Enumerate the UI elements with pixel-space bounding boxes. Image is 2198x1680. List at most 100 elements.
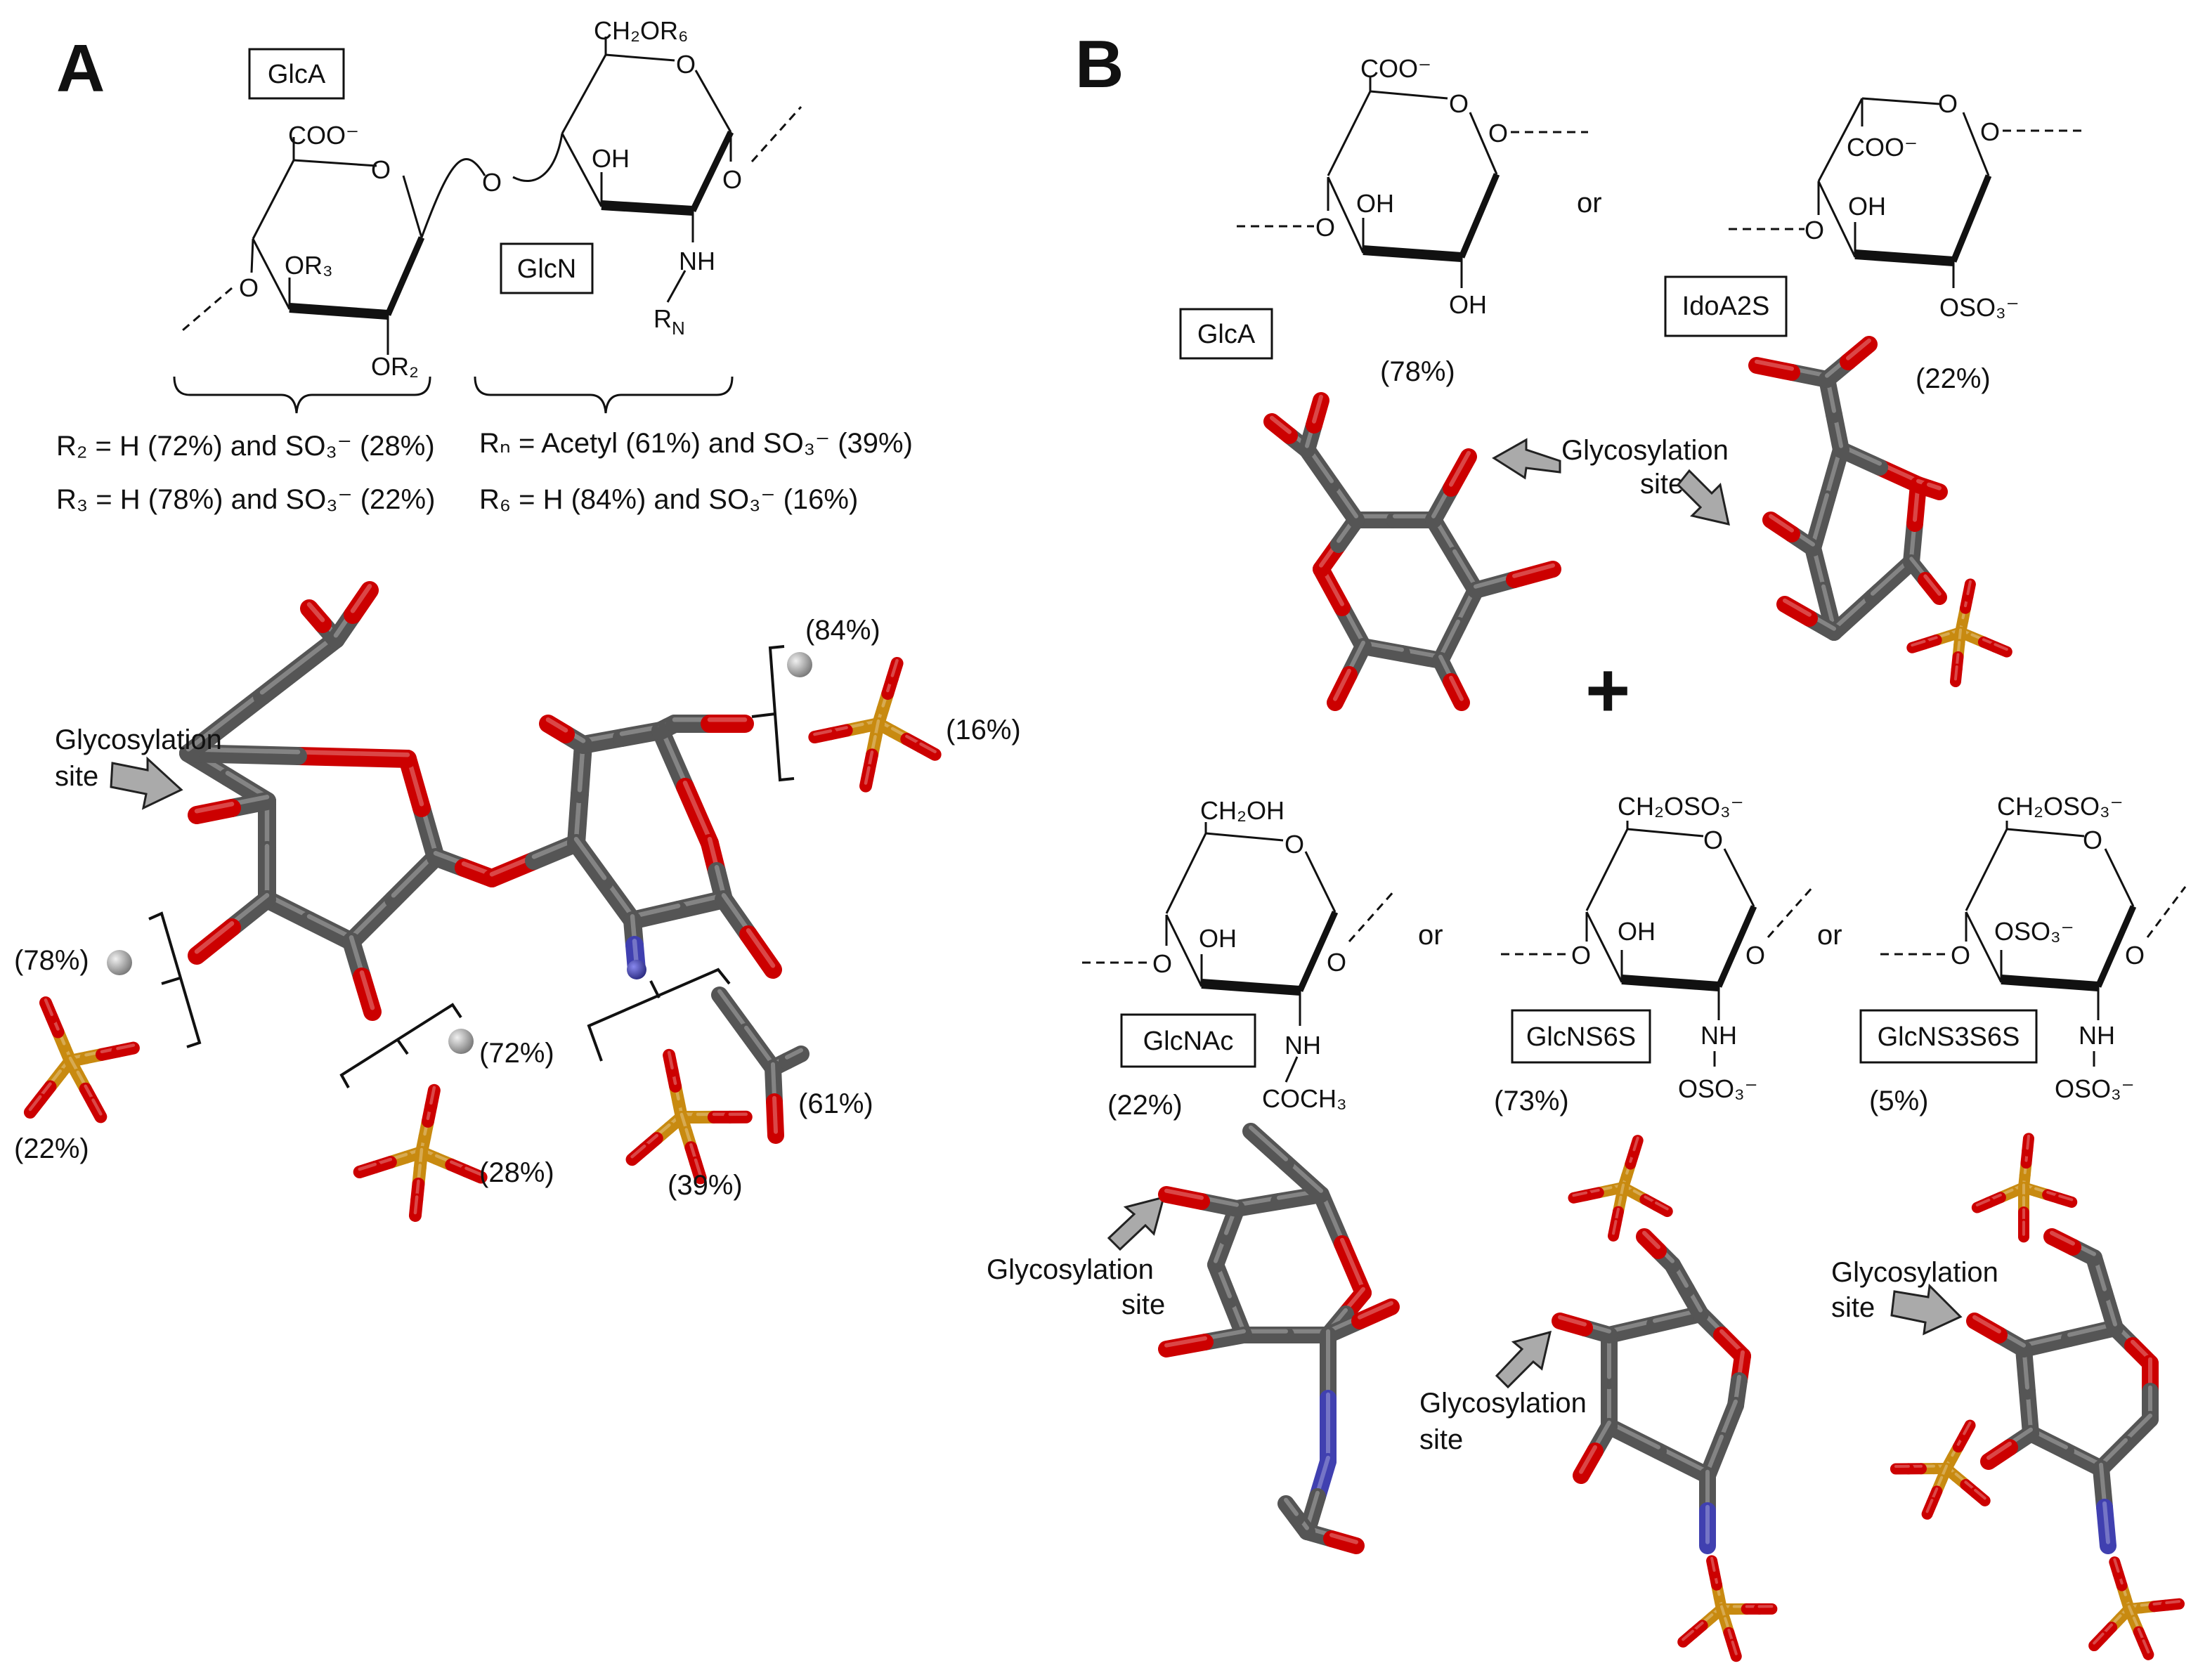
idoa2s-box-label: IdoA2S [1682, 292, 1770, 321]
or-label-bottom-2: or [1817, 920, 1842, 951]
hydrogen-atom [107, 950, 132, 975]
arrow-icon [1109, 1197, 1164, 1249]
glycosylation-site-label-b3-1: Glycosylation [1831, 1257, 1998, 1288]
glca-b-pct: (78%) [1380, 356, 1455, 387]
glcns3s6s-oso3: OSO₃⁻ [2055, 1074, 2135, 1103]
bond-highlight [298, 752, 408, 755]
glcns3s6s-ch2oso3: CH₂OSO₃⁻ [1997, 792, 2124, 821]
glca-coo-label: COO⁻ [288, 121, 359, 150]
glcns3s6s-oso3-ring: OSO₃⁻ [1994, 917, 2074, 946]
panel-a-schematic: A GlcA COO⁻ O O OR₃ OR₂ O GlcN [56, 16, 913, 515]
panel-b-schematics: B COO⁻ O O O OH OH GlcA (78%) or [987, 27, 2185, 1455]
glcns3s6s-pct: (5%) [1869, 1086, 1928, 1116]
hydrogen-atom [787, 652, 812, 677]
idoa2s-o1: O [1980, 117, 2000, 146]
idoa2s-coo: COO⁻ [1847, 133, 1918, 162]
arrow-icon [1892, 1286, 1960, 1334]
glcn-oh-label: OH [592, 144, 630, 173]
glca-ring-o: O [371, 155, 391, 184]
glca-b-coo: COO⁻ [1360, 54, 1431, 83]
glcns6s-oh: OH [1618, 917, 1656, 946]
glcns3s6s-ring-o: O [2083, 826, 2102, 854]
pct-16: (16%) [946, 715, 1021, 745]
glcn-ch2or6-label: CH₂OR₆ [594, 16, 689, 45]
glcns3s6s-box-label: GlcNS3S6S [1878, 1022, 2020, 1052]
glcn-o1: O [722, 165, 742, 194]
glcns3s6s-nh: NH [2079, 1021, 2115, 1050]
glcnac-oh: OH [1199, 924, 1237, 953]
glcns6s-oso3: OSO₃⁻ [1678, 1074, 1758, 1103]
glca-box-label: GlcA [268, 60, 326, 89]
glcnac-ch2oh: CH₂OH [1200, 796, 1285, 825]
glcnac-pct: (22%) [1107, 1090, 1183, 1121]
bond [262, 639, 336, 696]
glca-b-oh2: OH [1449, 290, 1487, 319]
nitrogen-atom [627, 960, 646, 979]
glycosylation-site-label-b2-1: Glycosylation [1419, 1388, 1587, 1419]
bond-highlight [262, 635, 336, 692]
pct-61: (61%) [798, 1088, 873, 1119]
glca-b-oh1: OH [1356, 189, 1394, 218]
glcnac-nh: NH [1285, 1031, 1321, 1060]
glcns6s-ch2oso3: CH₂OSO₃⁻ [1618, 792, 1744, 821]
linkage-o: O [482, 168, 502, 197]
glcn-rn-label: RN [653, 304, 685, 339]
glcnac-ring-o: O [1285, 830, 1304, 859]
pct-39: (39%) [668, 1170, 743, 1201]
glcnac-bond [1251, 1131, 1286, 1163]
glca-or3-label: OR₃ [285, 251, 333, 280]
glcnac-box-label: GlcNAc [1143, 1027, 1234, 1056]
hydrogen-atom [448, 1029, 474, 1054]
sulfate-bond-highlight [1956, 667, 1957, 679]
glycosylation-sites-label-1: Glycosylation [1561, 435, 1729, 466]
bracket-r2 [342, 1005, 461, 1088]
glcns6s-pct: (73%) [1494, 1086, 1569, 1116]
idoa2s-oso3: OSO₃⁻ [1939, 293, 2020, 322]
glycosylation-site-label-a-1: Glycosylation [55, 724, 222, 755]
arrow-icon [1497, 1332, 1550, 1387]
glcns6s-nh: NH [1700, 1021, 1737, 1050]
acetyl-bond-highlight [774, 1098, 776, 1132]
sulfate-bond-highlight [2027, 1136, 2029, 1148]
glcns3s6s-o4: O [1951, 941, 1970, 970]
glycosylation-site-label-b2-2: site [1419, 1424, 1463, 1455]
or-label-top: or [1577, 188, 1602, 219]
glycosylation-site-label-b1-1: Glycosylation [987, 1254, 1154, 1285]
glcn-nh-label: NH [679, 247, 715, 275]
panel-a-annotations: Glycosylation site (84%) (16%) (78%) (22… [14, 615, 1021, 1201]
bond [748, 935, 773, 970]
glca-b-ring-o: O [1449, 89, 1469, 118]
glcn-ring-o: O [676, 50, 696, 79]
panel-b-letter: B [1075, 27, 1124, 102]
glcnac-o1: O [1327, 948, 1346, 977]
glcn-box-label: GlcN [517, 254, 576, 284]
pct-78: (78%) [14, 945, 89, 976]
brace-glca [174, 377, 430, 413]
glycosylation-site-label-a-2: site [55, 761, 98, 792]
brace-glcn [475, 377, 732, 413]
idoa2s-ring [1729, 98, 2087, 288]
bond [576, 843, 604, 882]
glca-b-ring [1237, 77, 1588, 288]
idoa2s-pct: (22%) [1916, 363, 1991, 394]
sulfate-bond-highlight [415, 1197, 417, 1213]
pct-72: (72%) [479, 1038, 554, 1069]
bond [197, 927, 232, 956]
glca-or2-label: OR₂ [371, 352, 419, 381]
glcnac-o4: O [1152, 949, 1172, 978]
r6-substitution: R₆ = H (84%) and SO₃⁻ (16%) [479, 484, 858, 515]
glcns6s-o1: O [1745, 941, 1765, 970]
glycosylation-site-label-b1-2: site [1121, 1289, 1165, 1320]
arrow-icon [1494, 440, 1560, 478]
bracket-r3 [149, 913, 200, 1047]
pct-28: (28%) [479, 1157, 554, 1188]
glcns6s-ring-o: O [1703, 826, 1723, 854]
glcns6s-o4: O [1571, 941, 1591, 970]
arrow-icon [111, 759, 181, 808]
glca-b-o1: O [1488, 119, 1508, 148]
panel-b-stick-models [1166, 341, 2179, 1656]
glcns6s-box-label: GlcNS6S [1526, 1022, 1636, 1052]
glcnac-ring [1082, 822, 1394, 1082]
glcnac-coch3: COCH₃ [1262, 1084, 1347, 1113]
